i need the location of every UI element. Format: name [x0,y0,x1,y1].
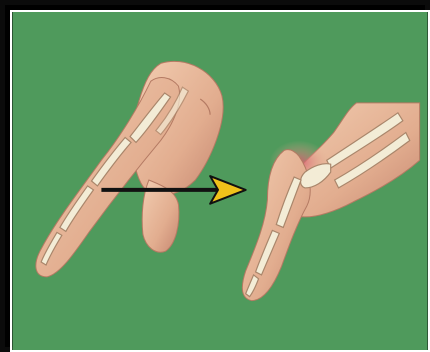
illustration-canvas [12,12,428,350]
illustration-panel [10,10,430,352]
